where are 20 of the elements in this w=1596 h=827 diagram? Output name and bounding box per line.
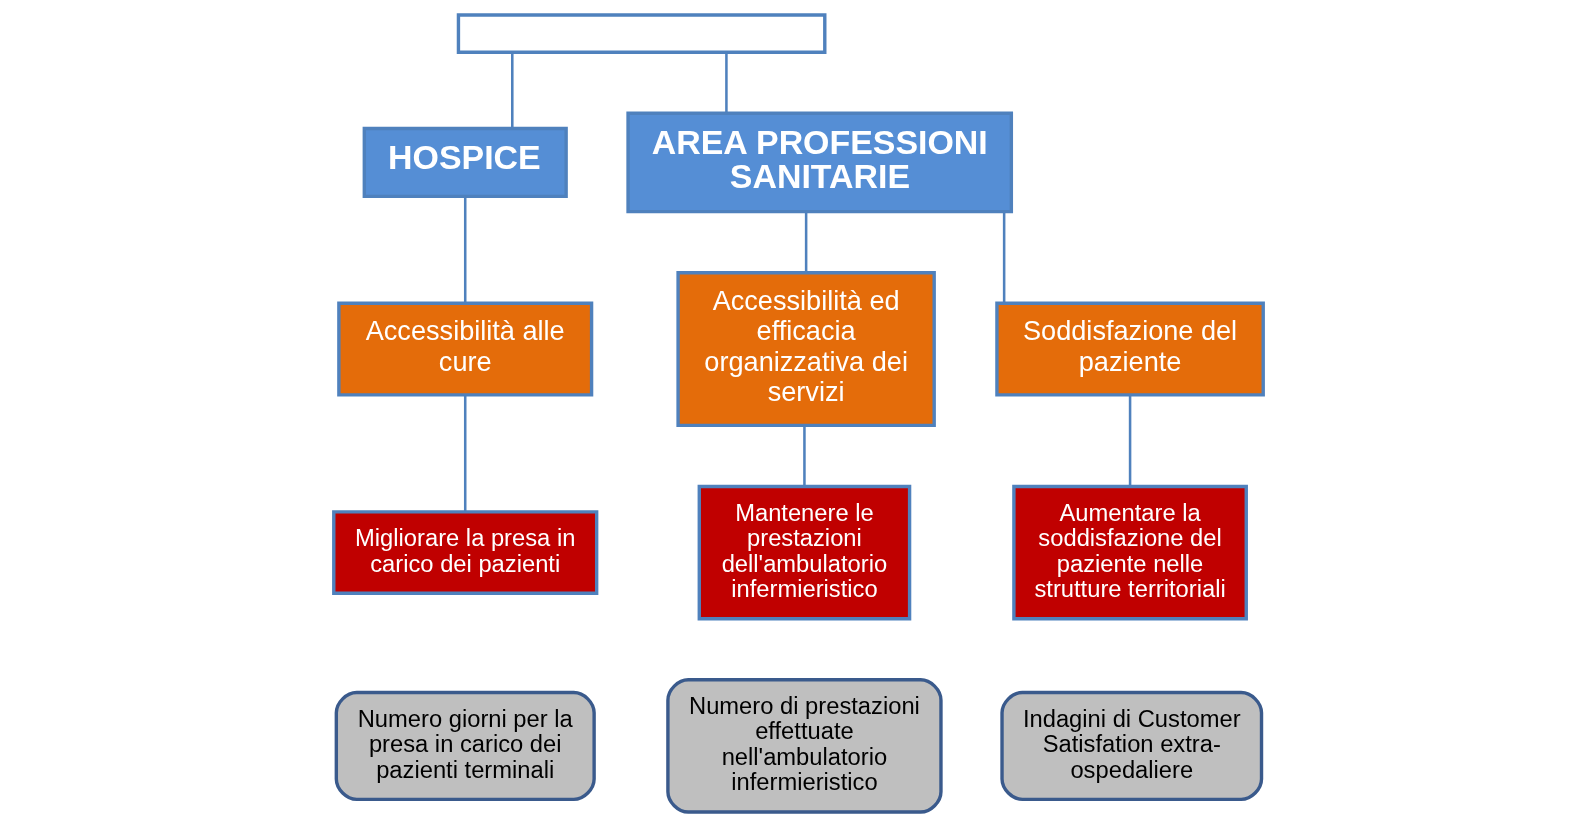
node-box: Numero giorni per la presa in carico dei pazienti terminali bbox=[334, 690, 596, 802]
connector bbox=[1002, 212, 1005, 304]
connector bbox=[510, 52, 514, 129]
node-box: Aumentare la soddisfazione del paziente nelle strutture territoriali bbox=[1011, 484, 1248, 621]
node-box: Numero di prestazioni effettuate nell'ambulatorio infermieristico bbox=[665, 678, 943, 814]
node-box: HOSPICE bbox=[362, 126, 568, 199]
connector bbox=[463, 395, 466, 512]
node-box: Indagini di Customer Satisfation extra-ospedaliere bbox=[999, 690, 1263, 802]
node-box: Mantenere le prestazioni dell'ambulatorio infermieristico bbox=[697, 484, 911, 621]
connector bbox=[463, 196, 466, 304]
connector bbox=[1128, 395, 1131, 486]
node-box: Accessibilità alle cure bbox=[336, 301, 593, 397]
node-box: AREA PROFESSIONI SANITARIE bbox=[625, 111, 1013, 214]
node-box bbox=[456, 13, 826, 54]
connector bbox=[802, 425, 806, 486]
connector bbox=[724, 52, 728, 113]
connector bbox=[804, 212, 807, 273]
node-box: Migliorare la presa in carico dei pazienti bbox=[331, 510, 598, 595]
node-box: Soddisfazione del paziente bbox=[994, 301, 1265, 397]
node-box: Accessibilità ed efficacia organizzativa dei servizi bbox=[675, 271, 936, 428]
